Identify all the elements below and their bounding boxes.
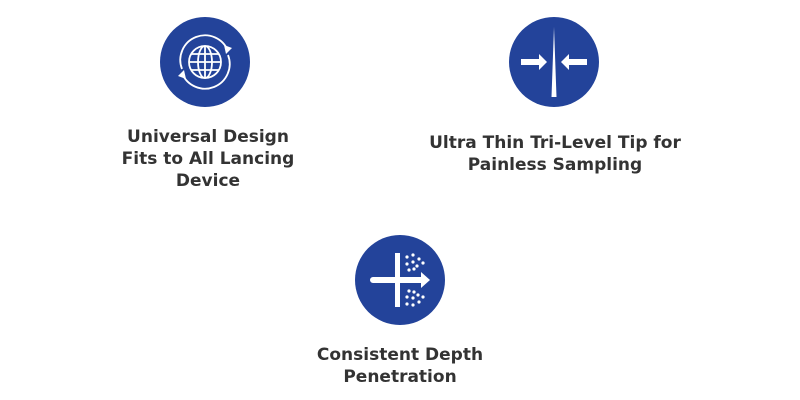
feature-label: Ultra Thin Tri-Level Tip for Painless Sa… [429,133,681,175]
globe-rotate-icon [160,17,250,107]
feature-label: Universal Design Fits to All Lancing Dev… [121,127,295,191]
feature-label: Consistent Depth Penetration [316,345,484,387]
depth-penetration-icon [355,235,445,325]
thin-tip-icon [509,17,599,107]
